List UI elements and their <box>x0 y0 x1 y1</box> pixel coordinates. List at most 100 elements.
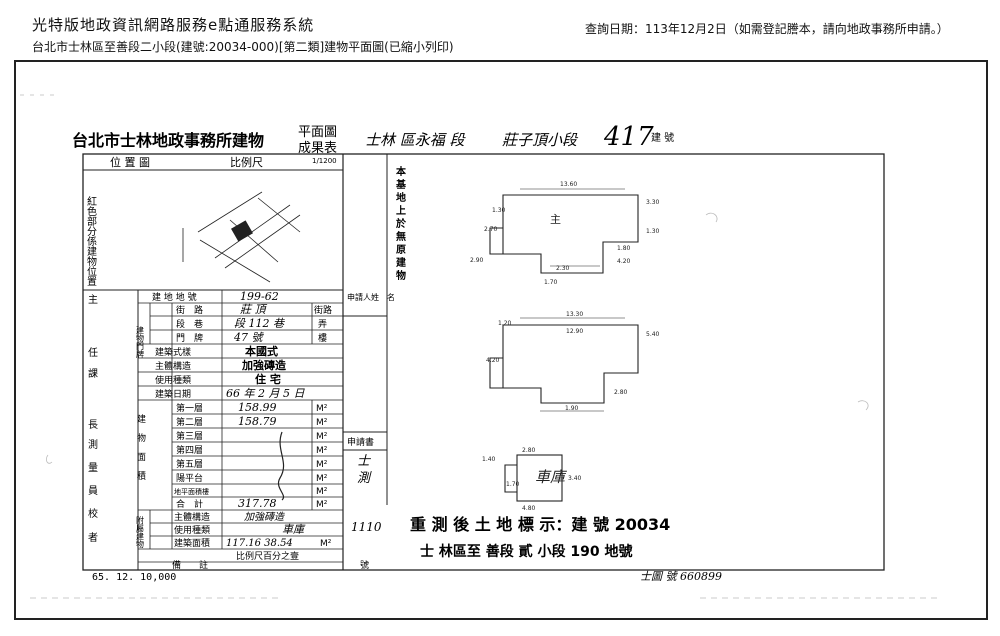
scale-row: 比例尺百分之壹 <box>236 550 299 562</box>
annex-structure-value: 加強磚造 <box>244 511 285 523</box>
scan-artifacts <box>20 94 940 599</box>
floor-2-label: 第二層 <box>176 416 203 428</box>
style-value: 本國式 <box>245 344 278 358</box>
ground-area-label: 地平面積樓 <box>174 487 209 496</box>
floor-1-label: 第一層 <box>176 402 203 414</box>
application-hw-1: 士 <box>357 454 372 469</box>
query-date: 查詢日期：113年12月2日（如需登記謄本，請向地政事務所申請。） <box>585 22 949 36</box>
plan-main-label: 主 <box>550 213 561 226</box>
svg-text:校: 校 <box>88 507 98 520</box>
date-label: 建築日期 <box>155 388 191 400</box>
floor-4-label: 第四層 <box>176 444 203 456</box>
application-number: 1110 <box>351 520 382 534</box>
door-group-label: 建物門牌 <box>136 325 145 359</box>
svg-text:員: 員 <box>88 485 98 497</box>
floor-2-value: 158.79 <box>238 415 277 428</box>
form-title-plan: 平面圖 <box>298 125 337 140</box>
land-no-label: 建 地 地 號 <box>152 291 197 303</box>
floor-1-unit: M² <box>316 404 328 414</box>
floor-5-unit: M² <box>316 460 328 470</box>
svg-text:5.40: 5.40 <box>646 331 660 338</box>
hw-subsection: 莊子頂小段 <box>502 131 579 149</box>
left-labels: 主 任 課 長 測 量 員 校 者 <box>88 294 98 544</box>
document-subtitle: 台北市士林區至善段二小段(建號:20034-000)[第二類]建物平面圖(已縮小… <box>32 40 454 54</box>
svg-text:者: 者 <box>88 532 98 544</box>
no-original-building-note: 本基地上於無原建物 <box>394 165 407 283</box>
balcony-label: 陽平台 <box>176 472 203 484</box>
total-unit: M² <box>316 500 328 510</box>
section-value: 段 112 巷 <box>234 317 285 330</box>
svg-text:1.20: 1.20 <box>498 320 512 327</box>
use-label: 使用種類 <box>155 374 191 386</box>
svg-text:長: 長 <box>88 419 98 431</box>
remeasure-line-2: 士 林區至 善段 貳 小段 190 地號 <box>420 543 632 560</box>
svg-text:2.80: 2.80 <box>522 447 536 454</box>
location-map-label: 位 置 圖 <box>110 155 150 169</box>
floor-4-unit: M² <box>316 446 328 456</box>
total-value: 317.78 <box>238 497 277 510</box>
svg-text:13.30: 13.30 <box>566 311 583 318</box>
svg-text:1.30: 1.30 <box>492 207 506 214</box>
remeasure-line-1: 重 測 後 土 地 標 示：建 號 20034 <box>410 515 670 534</box>
build-number-label: 建 號 <box>651 131 674 144</box>
svg-text:1.40: 1.40 <box>482 456 496 463</box>
svg-text:2.70: 2.70 <box>484 226 498 233</box>
floor-plan-garage: 車庫 2.80 1.40 1.70 3.40 4.80 <box>482 447 582 512</box>
ground-area-unit: M² <box>316 487 328 497</box>
svg-text:4.80: 4.80 <box>522 505 536 512</box>
door-value: 47 號 <box>233 331 264 344</box>
footer-date-code: 65. 12. 10,000 <box>92 572 176 583</box>
annex-group-label: 附屬建物 <box>136 515 145 549</box>
door-label: 門 牌 <box>176 332 203 344</box>
application-hw-2: 測 <box>357 471 372 486</box>
system-title: 光特版地政資訊網路服務e點通服務系統 <box>32 16 315 34</box>
svg-text:2.30: 2.30 <box>556 265 570 272</box>
street-label: 街 路 <box>176 304 203 316</box>
structure-label: 主體構造 <box>155 360 191 372</box>
annex-area-value: 117.16 38.54 <box>226 538 293 549</box>
svg-text:量: 量 <box>88 462 98 474</box>
garage-label: 車庫 <box>535 468 568 486</box>
svg-text:1.30: 1.30 <box>646 228 660 235</box>
floor-5-label: 第五層 <box>176 458 203 470</box>
date-value: 66 年 2 月 5 日 <box>226 387 305 400</box>
form-border <box>82 153 885 571</box>
svg-text:13.60: 13.60 <box>560 181 577 188</box>
street-suffix: 街路 <box>314 304 332 316</box>
floor-1-value: 158.99 <box>238 401 277 414</box>
svg-text:測: 測 <box>88 438 98 451</box>
svg-text:1.70: 1.70 <box>544 279 558 286</box>
applicant-label: 申請人姓 名 <box>347 292 395 302</box>
svg-text:4.20: 4.20 <box>617 258 631 265</box>
total-label: 合 計 <box>176 498 203 510</box>
svg-text:12.90: 12.90 <box>566 328 583 335</box>
remarks-label: 備 註 <box>172 559 208 571</box>
svg-text:3.30: 3.30 <box>646 199 660 206</box>
svg-text:2.80: 2.80 <box>614 389 628 396</box>
annex-use-value: 車庫 <box>282 523 306 536</box>
floor-3-unit: M² <box>316 432 328 442</box>
document-frame <box>14 60 988 620</box>
svg-text:1.70: 1.70 <box>506 481 520 488</box>
svg-text:4.20: 4.20 <box>486 357 500 364</box>
application-label: 申請書 <box>347 436 374 448</box>
red-area-note: 紅色部分係建物位置 <box>85 196 97 286</box>
floor-plan-second: 13.30 12.90 1.20 5.40 4.20 1.90 2.80 <box>486 311 660 412</box>
data-table-grid <box>138 290 343 563</box>
floor-3-label: 第三層 <box>176 430 203 442</box>
style-label: 建築式樣 <box>155 346 191 358</box>
use-value: 住 宅 <box>255 372 281 386</box>
annex-area-label: 建築面積 <box>174 537 210 549</box>
annex-area-unit: M² <box>320 539 332 549</box>
application-suffix: 號 <box>360 559 369 571</box>
section-label: 段 巷 <box>176 318 203 330</box>
street-value: 莊 頂 <box>240 303 267 316</box>
land-no-value: 199-62 <box>240 290 279 303</box>
footer-map-number: 士圖 號 660899 <box>640 570 722 583</box>
floor-2-unit: M² <box>316 418 328 428</box>
hw-build-number: 417 <box>603 122 654 152</box>
scale-label: 比例尺 <box>230 155 263 169</box>
svg-text:2.90: 2.90 <box>470 257 484 264</box>
structure-value: 加強磚造 <box>241 358 287 372</box>
door-suffix: 樓 <box>318 332 327 344</box>
